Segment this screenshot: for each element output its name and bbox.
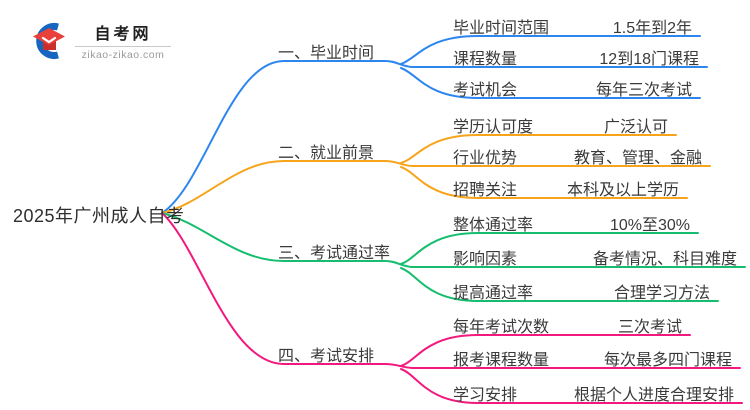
- branch2-label: 二、就业前景: [278, 145, 375, 162]
- node-label: 报考课程数量: [453, 352, 550, 369]
- branch4-child3-line: [400, 368, 743, 404]
- node-label: 招聘关注: [453, 182, 518, 199]
- node-value: 合理学习方法: [613, 285, 710, 302]
- logo-divider: [75, 46, 171, 47]
- branch3-spine-line: [161, 212, 746, 268]
- node-value: 12到18门课程: [599, 51, 699, 68]
- site-url: zikao-zikao.com: [81, 49, 165, 61]
- branch3-child1-line: [400, 232, 699, 265]
- node-label: 学习安排: [453, 387, 518, 404]
- branch1-child3-line: [400, 67, 701, 99]
- site-name: 自考网: [94, 26, 152, 43]
- node-label: 整体通过率: [453, 217, 534, 234]
- node-value: 本科及以上学历: [566, 182, 679, 199]
- branch1-child1-line: [400, 35, 701, 65]
- node-value: 三次考试: [617, 319, 682, 336]
- root-topic: 2025年广州成人自考: [13, 206, 185, 226]
- node-value: 教育、管理、金融: [573, 150, 702, 167]
- node-label: 行业优势: [453, 150, 518, 167]
- branch2-child3-line: [400, 166, 688, 199]
- branch4-child1-line: [400, 334, 691, 367]
- node-label: 课程数量: [453, 51, 518, 68]
- branch3-child3-line: [400, 267, 719, 302]
- node-value: 每次最多四门课程: [603, 352, 732, 369]
- node-label: 每年考试次数: [453, 319, 550, 336]
- node-value: 备考情况、科目难度: [592, 251, 737, 268]
- node-value: 1.5年到2年: [612, 20, 692, 37]
- node-label: 毕业时间范围: [453, 20, 550, 37]
- branch3-label: 三、考试通过率: [278, 245, 391, 262]
- branch1-label: 一、毕业时间: [278, 45, 375, 62]
- node-label: 考试机会: [453, 82, 518, 99]
- branch4-label: 四、考试安排: [278, 348, 375, 365]
- node-value: 每年三次考试: [595, 82, 692, 99]
- graduation-cap-icon: [33, 22, 65, 59]
- node-value: 10%至30%: [609, 217, 690, 234]
- node-label: 影响因素: [453, 251, 518, 268]
- branch2-child1-line: [400, 134, 677, 164]
- logo-text-block: 自考网 zikao-zikao.com: [75, 20, 171, 61]
- branch2-spine-line: [161, 160, 711, 214]
- node-label: 提高通过率: [453, 285, 534, 302]
- node-label: 学历认可度: [453, 119, 534, 136]
- node-value: 广泛认可: [603, 119, 668, 136]
- node-value: 根据个人进度合理安排: [573, 387, 734, 404]
- site-logo: 自考网 zikao-zikao.com: [28, 20, 171, 61]
